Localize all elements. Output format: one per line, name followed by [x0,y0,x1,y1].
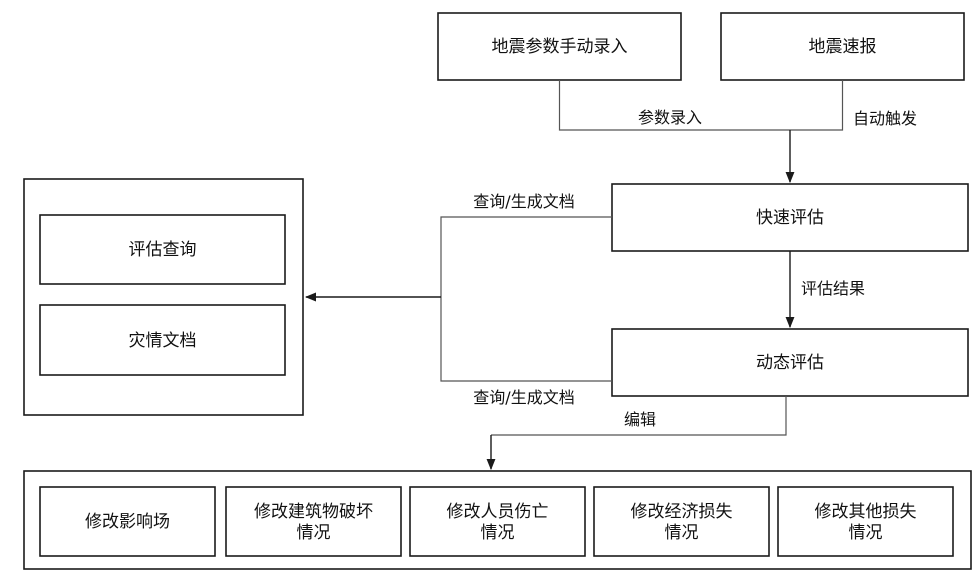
modify-casualty-box [409,486,586,557]
query-doc-top-connector [440,216,612,297]
quick-report-box [720,12,965,81]
manual-input-label: 地震参数手动录入 [492,37,628,57]
auto-trigger-label: 自动触发 [853,109,917,128]
disaster-doc-box [39,304,286,376]
modify-field-box [39,486,216,557]
modify-casualty-label-1: 修改人员伤亡 [447,502,549,522]
modify-other-label-1: 修改其他损失 [815,502,917,522]
modify-economic-label-2: 情况 [665,523,699,543]
modify-other-label-2: 情况 [849,523,883,543]
modify-building-label-1: 修改建筑物破坏 [254,502,373,522]
manual-input-connector [558,80,790,131]
disaster-doc-label: 灾情文档 [129,331,197,351]
modify-field-label: 修改影响场 [85,512,170,532]
quick-eval-label: 快速评估 [756,208,824,228]
modify-casualty-label-2: 情况 [481,523,515,543]
dynamic-eval-label: 动态评估 [756,353,824,373]
modify-building-box [225,486,402,557]
query-doc-bottom-connector [440,297,612,382]
manual-input-box [437,12,682,81]
dynamic-eval-box [611,328,969,397]
query-doc-top-label: 查询/生成文档 [473,192,574,211]
modify-building-label-2: 情况 [297,523,331,543]
param-input-label: 参数录入 [638,108,702,127]
eval-result-label: 评估结果 [801,279,865,298]
eval-query-label: 评估查询 [129,240,197,260]
quick-report-connector [790,80,844,131]
eval-query-box [39,214,286,285]
modify-other-box [777,486,954,557]
modify-economic-box [593,486,770,557]
edit-connector [491,396,787,436]
query-doc-bottom-label: 查询/生成文档 [473,388,574,407]
modify-economic-label-1: 修改经济损失 [631,502,733,522]
edit-label: 编辑 [624,410,656,429]
quick-report-label: 地震速报 [809,37,877,57]
